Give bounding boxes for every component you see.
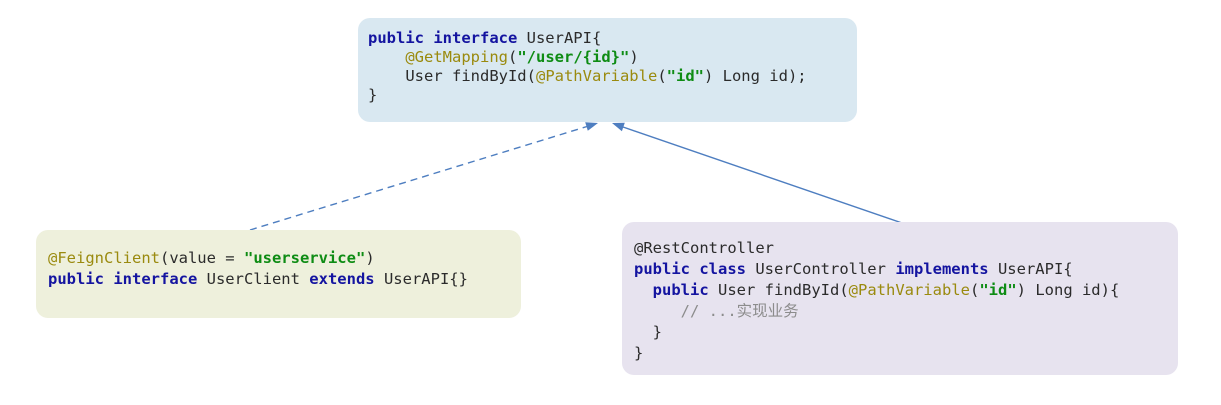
code-line: public interface UserClient extends User… — [48, 270, 468, 288]
extends-arrowhead-icon — [585, 122, 598, 131]
extends-arrow — [249, 122, 598, 231]
rest-controller-box: @RestController public class UserControll… — [622, 222, 1178, 375]
implements-arrowhead-icon — [612, 122, 625, 132]
userapi-interface-box: public interface UserAPI{ @GetMapping("/… — [358, 18, 857, 122]
code-line: @GetMapping("/user/{id}") — [405, 48, 639, 66]
implements-arrow — [612, 122, 903, 224]
feign-client-box: @FeignClient(value = "userservice") publi… — [36, 230, 521, 318]
code-line: User findById(@PathVariable("id") Long i… — [368, 67, 807, 85]
code-line: public interface UserAPI{ — [368, 29, 602, 47]
code-line: public User findById(@PathVariable("id")… — [652, 281, 1120, 299]
code-line: @RestController — [634, 239, 774, 257]
code-line: } — [634, 344, 644, 362]
code-line: } — [368, 86, 378, 104]
code-line: // ...实现业务 — [680, 302, 799, 320]
code-line: @FeignClient(value = "userservice") — [48, 249, 375, 267]
code-line: } — [634, 323, 662, 341]
code-line: public class UserController implements U… — [634, 260, 1073, 278]
